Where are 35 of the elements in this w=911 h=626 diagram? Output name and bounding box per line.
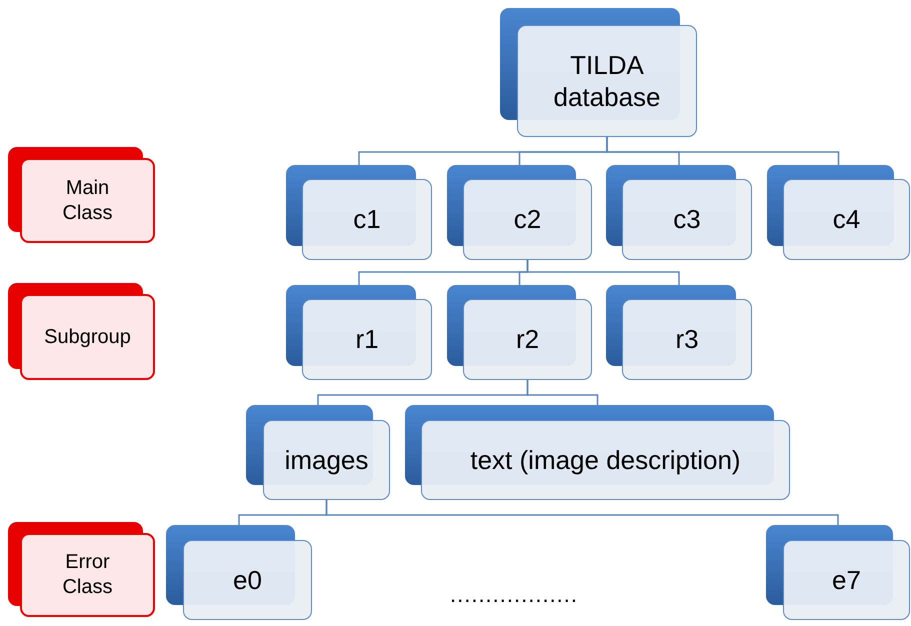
- node-label: Error Class: [61, 550, 114, 600]
- connector-line: [526, 260, 680, 285]
- connector-line: [526, 380, 598, 405]
- hierarchy-box: [606, 165, 752, 260]
- hierarchy-box: [766, 525, 910, 620]
- node-label: Main Class: [61, 176, 114, 226]
- node-label: c2: [514, 203, 542, 236]
- node-label: e7: [832, 564, 861, 596]
- level-tag: [8, 147, 155, 243]
- node-label: r3: [675, 323, 699, 356]
- node-label: e0: [233, 564, 262, 596]
- connector-line: [326, 500, 839, 525]
- hierarchy-box: [767, 165, 910, 260]
- node-label: c3: [673, 203, 701, 236]
- hierarchy-box: [447, 165, 592, 260]
- hierarchy-box: [286, 165, 432, 260]
- hierarchy-box: [447, 285, 592, 380]
- hierarchy-box: [286, 285, 432, 380]
- node-label: c1: [353, 203, 381, 236]
- hierarchy-box: [606, 285, 752, 380]
- node-label: images: [284, 444, 368, 476]
- hierarchy-box: [246, 405, 390, 500]
- ellipsis-note: ..................: [450, 582, 578, 608]
- hierarchy-box: [166, 525, 312, 620]
- node-label: text (image description): [470, 444, 741, 476]
- level-tag: [8, 283, 155, 380]
- node-label: r2: [516, 323, 540, 356]
- node-label: TILDA database: [552, 48, 662, 114]
- level-tag: [8, 522, 155, 617]
- node-label: c4: [832, 203, 860, 236]
- node-label: r1: [355, 323, 379, 356]
- hierarchy-box: [405, 405, 790, 500]
- connector-line: [606, 137, 840, 165]
- node-label: Subgroup: [44, 324, 131, 350]
- hierarchy-box: [500, 8, 697, 137]
